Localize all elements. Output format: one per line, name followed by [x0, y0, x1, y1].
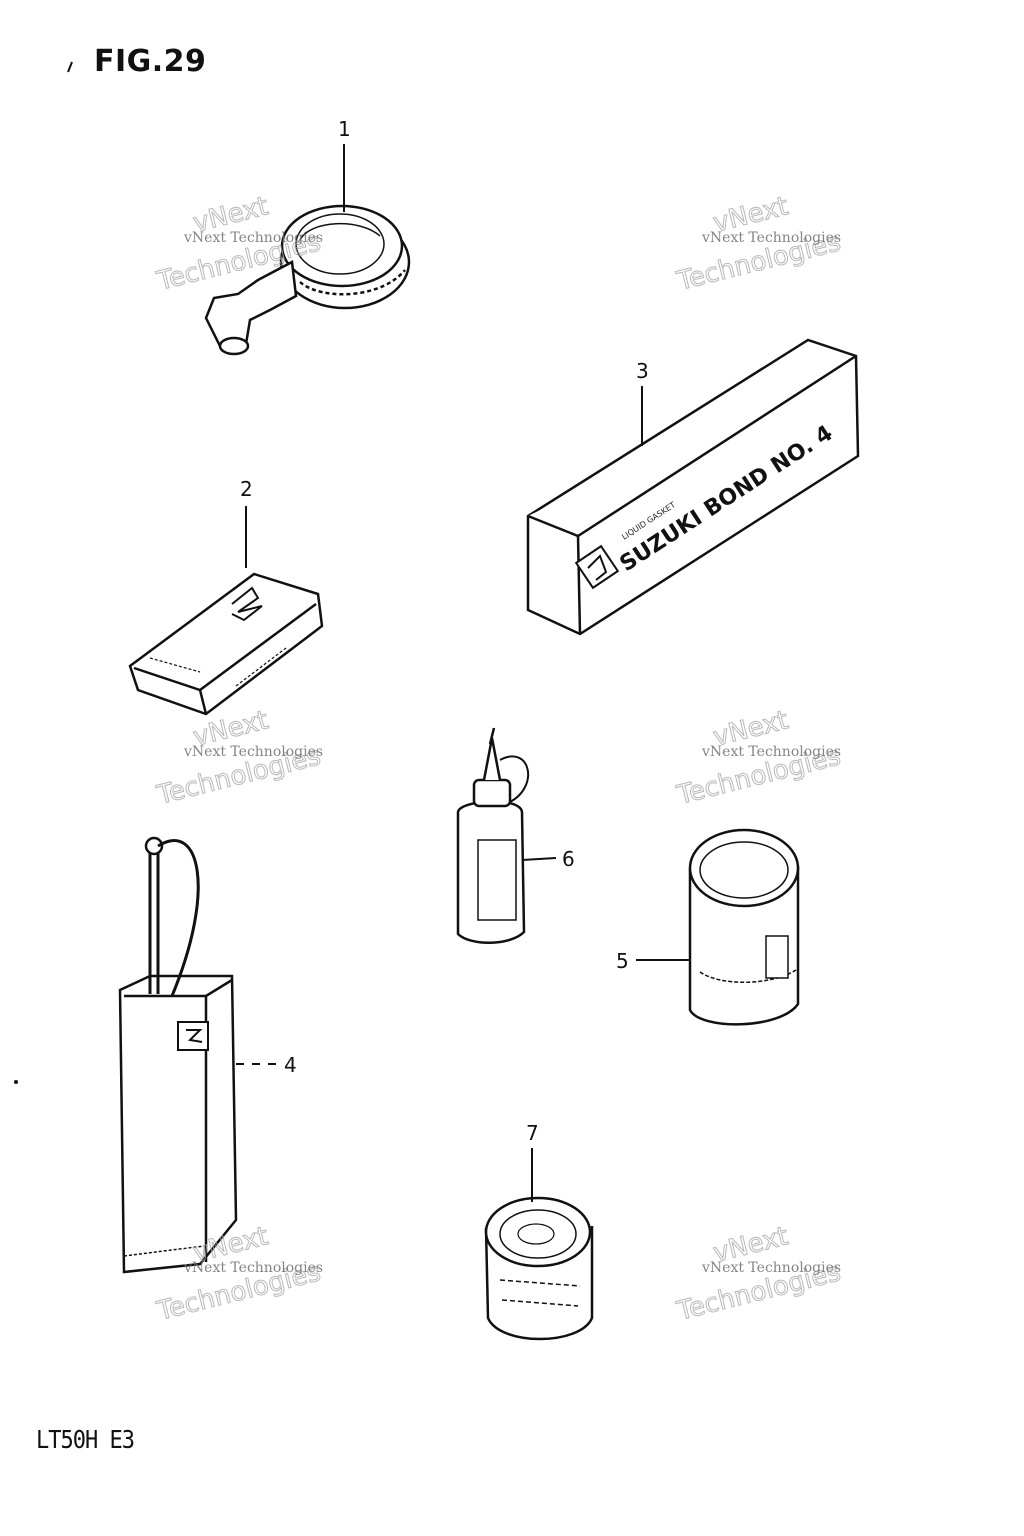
part-2-small-box	[128, 572, 324, 716]
part-5-can	[688, 828, 800, 1026]
leader-lines	[236, 144, 690, 1202]
part-1-tank-cap	[204, 204, 411, 356]
callout-1: 1	[338, 117, 351, 141]
svg-text:vNext Technologies: vNext Technologies	[701, 744, 841, 760]
svg-text:vNext Technologies: vNext Technologies	[183, 1260, 323, 1276]
figure-title: FIG.29	[94, 44, 207, 79]
model-code: LT50H E3	[36, 1426, 135, 1455]
callout-5: 5	[616, 949, 629, 973]
leader-6	[521, 857, 557, 861]
watermark-3: vNext Technologies vNext Technologies	[153, 705, 324, 812]
callout-7: 7	[526, 1121, 539, 1145]
svg-text:vNext Technologies: vNext Technologies	[183, 744, 323, 760]
watermark-4: vNext Technologies vNext Technologies	[673, 705, 844, 812]
callout-4: 4	[284, 1053, 297, 1077]
svg-text:vNext Technologies: vNext Technologies	[701, 230, 841, 246]
part-3-bond-box	[526, 338, 860, 636]
watermark-6: vNext Technologies vNext Technologies	[673, 1221, 844, 1328]
part-4-oil-tin	[118, 836, 238, 1274]
watermark-2: vNext Technologies vNext Technologies	[673, 191, 844, 298]
part-6-bottle	[456, 727, 529, 944]
svg-text:vNext Technologies: vNext Technologies	[183, 230, 323, 246]
svg-text:vNext Technologies: vNext Technologies	[701, 1260, 841, 1276]
callout-3: 3	[636, 359, 649, 383]
callout-6: 6	[562, 847, 575, 871]
title-tick-mark	[67, 61, 73, 73]
stray-dot	[14, 1080, 18, 1084]
part-7-small-can	[484, 1196, 594, 1341]
callout-2: 2	[240, 477, 253, 501]
